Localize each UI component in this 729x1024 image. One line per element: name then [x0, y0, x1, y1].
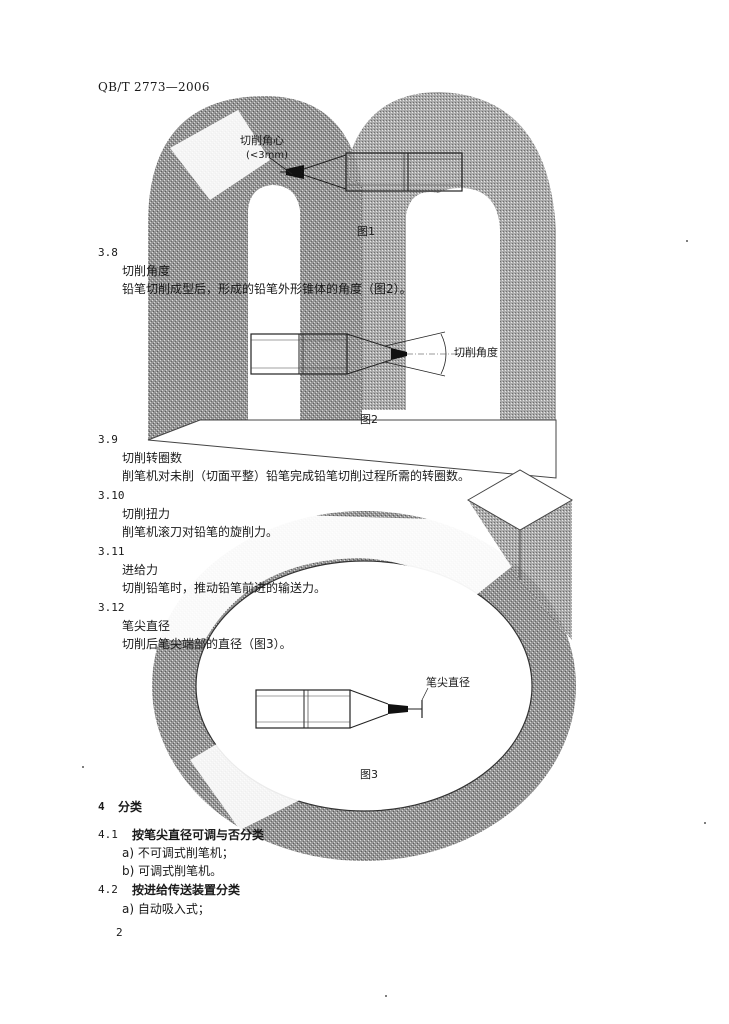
- figure-1-note: (<3mm): [246, 150, 289, 161]
- figure-1-label: 切削角心: [240, 134, 284, 147]
- section-number-3-11: 3.11: [98, 545, 125, 558]
- figure-2-caption: 图2: [360, 413, 378, 426]
- section-title-3-8: 切削角度: [122, 264, 171, 278]
- scan-speck: [686, 240, 688, 242]
- section-body-3-11: 切削铅笔时，推动铅笔前进的输送力。: [122, 581, 327, 595]
- figure-3-label: 笔尖直径: [426, 676, 470, 689]
- section-title-3-10: 切削扭力: [122, 507, 171, 521]
- section-number-3-10: 3.10: [98, 489, 125, 502]
- figure-1-leader-line: [269, 157, 293, 175]
- figure-2-label: 切削角度: [454, 346, 498, 359]
- clause-4-1-item-a: a) 不可调式削笔机；: [122, 846, 234, 860]
- clause-number-4-1: 4.1: [98, 828, 118, 841]
- chapter-title-4: 分类: [118, 800, 143, 814]
- figure-3-caption: 图3: [360, 768, 378, 781]
- clause-4-1-item-b: b) 可调式削笔机。: [122, 864, 223, 878]
- chapter-number-4: 4: [98, 800, 105, 813]
- section-title-3-12: 笔尖直径: [122, 619, 171, 633]
- clause-number-4-2: 4.2: [98, 883, 118, 896]
- clause-title-4-2: 按进给传送装置分类: [132, 883, 241, 897]
- section-title-3-9: 切削转圈数: [122, 451, 183, 465]
- figure-3-drawing: [255, 687, 429, 729]
- page-number: 2: [116, 926, 123, 939]
- section-body-3-8: 铅笔切削成型后，形成的铅笔外形锥体的角度（图2）。: [122, 282, 412, 296]
- figure-2-drawing: [250, 331, 485, 377]
- section-number-3-8: 3.8: [98, 246, 118, 259]
- section-body-3-12: 切削后笔尖端部的直径（图3）。: [122, 637, 292, 651]
- figure-1-drawing: [280, 152, 463, 192]
- section-number-3-12: 3.12: [98, 601, 125, 614]
- figure-1-caption: 图1: [357, 225, 375, 238]
- section-number-3-9: 3.9: [98, 433, 118, 446]
- clause-title-4-1: 按笔尖直径可调与否分类: [132, 828, 265, 842]
- section-title-3-11: 进给力: [122, 563, 159, 577]
- scan-speck: [385, 995, 387, 997]
- clause-4-2-item-a: a) 自动吸入式；: [122, 902, 210, 916]
- section-body-3-9: 削笔机对未削（切面平整）铅笔完成铅笔切削过程所需的转圈数。: [122, 469, 471, 483]
- standard-code: QB/T 2773—2006: [98, 80, 210, 94]
- scan-speck: [82, 766, 84, 768]
- section-body-3-10: 削笔机滚刀对铅笔的旋削力。: [122, 525, 279, 539]
- scan-speck: [704, 822, 706, 824]
